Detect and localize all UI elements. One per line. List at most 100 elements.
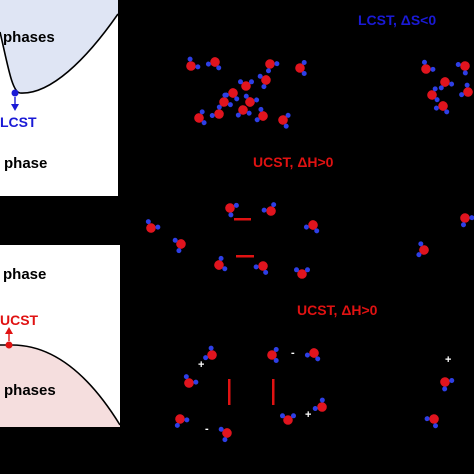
water-molecule bbox=[219, 92, 233, 108]
oxygen-atom bbox=[440, 77, 450, 87]
oxygen-atom bbox=[214, 109, 224, 119]
hydrogen-atom bbox=[258, 106, 264, 112]
ucst-enthalpy-label-a: UCST, ΔH>0 bbox=[253, 154, 334, 170]
interaction-bar bbox=[228, 379, 231, 405]
water-molecule bbox=[459, 82, 473, 98]
water-molecule bbox=[261, 202, 277, 216]
hydrogen-atom bbox=[254, 97, 260, 103]
oxygen-atom bbox=[309, 348, 319, 358]
oxygen-atom bbox=[317, 402, 327, 412]
oxygen-atom bbox=[429, 414, 439, 424]
oxygen-atom bbox=[427, 90, 437, 100]
hydrogen-atom bbox=[243, 93, 249, 99]
interaction-bar bbox=[234, 218, 251, 221]
hydrogen-atom bbox=[434, 97, 440, 103]
ucst-critical-point bbox=[5, 341, 13, 349]
water-molecule bbox=[295, 60, 307, 76]
water-molecule bbox=[225, 202, 239, 218]
hydrogen-atom bbox=[273, 358, 279, 363]
oxygen-atom bbox=[308, 220, 318, 230]
hydrogen-atom bbox=[305, 267, 310, 273]
oxygen-atom bbox=[228, 88, 238, 98]
lcst-shaded-region bbox=[0, 0, 118, 94]
water-molecule bbox=[455, 61, 470, 76]
hydrogen-atom bbox=[233, 202, 239, 208]
water-molecule bbox=[438, 77, 455, 91]
water-molecule bbox=[440, 377, 455, 392]
hydrogen-atom bbox=[418, 241, 424, 247]
hydrogen-atom bbox=[187, 56, 193, 62]
water-molecule bbox=[203, 345, 217, 361]
hydrogen-atom bbox=[291, 413, 296, 419]
hydrogen-atom bbox=[304, 352, 310, 358]
hydrogen-atom bbox=[438, 85, 444, 91]
oxygen-atom bbox=[225, 203, 235, 213]
hydrogen-atom bbox=[312, 406, 318, 412]
hydrogen-atom bbox=[246, 110, 252, 116]
oxygen-atom bbox=[421, 64, 431, 74]
lcst-entropy-label: LCST, ΔS<0 bbox=[358, 12, 437, 28]
hydrogen-atom bbox=[257, 73, 263, 79]
hydrogen-atom bbox=[303, 224, 309, 230]
hydrogen-atom bbox=[449, 377, 455, 383]
oxygen-atom bbox=[194, 113, 204, 123]
oxygen-atom bbox=[175, 414, 185, 424]
water-molecule bbox=[254, 106, 268, 123]
ucst-binodal-svg bbox=[0, 327, 120, 427]
lcst-critical-point bbox=[11, 89, 19, 97]
ucst-phase-diagram: phase UCST phases bbox=[0, 245, 120, 427]
oxygen-atom bbox=[245, 97, 255, 107]
hydrogen-atom bbox=[319, 397, 325, 403]
hydrogen-atom bbox=[273, 347, 279, 352]
positive-charge: + bbox=[305, 409, 312, 421]
ucst-critical-label: UCST bbox=[0, 312, 39, 328]
hydrogen-atom bbox=[285, 112, 291, 118]
hydrogen-atom bbox=[280, 413, 285, 419]
ucst-enthalpy-label-b: UCST, ΔH>0 bbox=[297, 302, 378, 318]
water-molecule bbox=[421, 59, 436, 74]
hydrogen-atom bbox=[449, 81, 455, 87]
water-molecule bbox=[294, 267, 310, 279]
oxygen-atom bbox=[265, 59, 275, 69]
oxygen-atom bbox=[297, 269, 307, 279]
oxygen-atom bbox=[278, 115, 288, 125]
oxygen-atom bbox=[241, 81, 251, 91]
water-molecule bbox=[209, 104, 224, 119]
hydrogen-atom bbox=[208, 345, 214, 351]
hydrogen-atom bbox=[254, 117, 260, 123]
ucst-arrow-head bbox=[5, 327, 13, 334]
hydrogen-atom bbox=[261, 84, 267, 90]
hydrogen-atom bbox=[421, 59, 427, 65]
hydrogen-atom bbox=[222, 437, 228, 443]
oxygen-atom bbox=[146, 223, 156, 233]
negative-charge: - bbox=[205, 423, 209, 435]
water-molecule bbox=[214, 255, 228, 272]
hydrogen-atom bbox=[234, 96, 240, 102]
oxygen-atom bbox=[258, 261, 268, 271]
water-molecule bbox=[433, 101, 450, 115]
positive-charge: + bbox=[445, 354, 452, 366]
oxygen-atom bbox=[438, 101, 448, 111]
hydrogen-atom bbox=[199, 109, 205, 115]
water-molecule bbox=[183, 374, 199, 388]
positive-charge: + bbox=[198, 359, 205, 371]
ucst-top-phase-label: phase bbox=[3, 266, 47, 283]
water-molecule bbox=[424, 414, 439, 429]
hydrogen-atom bbox=[193, 379, 199, 385]
hydrogen-atom bbox=[283, 123, 289, 129]
hydrogen-atom bbox=[433, 105, 439, 111]
hydrogen-atom bbox=[216, 65, 222, 71]
water-molecule bbox=[205, 57, 222, 71]
hydrogen-atom bbox=[216, 104, 222, 110]
water-molecule bbox=[312, 397, 327, 412]
hydrogen-atom bbox=[218, 255, 224, 261]
water-molecule bbox=[194, 109, 207, 126]
hydrogen-atom bbox=[174, 422, 180, 428]
water-molecule bbox=[172, 237, 186, 254]
hydrogen-atom bbox=[424, 416, 430, 422]
water-molecules bbox=[145, 56, 474, 443]
hydrogen-atom bbox=[155, 224, 161, 230]
hydrogen-atom bbox=[469, 215, 474, 221]
hydrogen-atom bbox=[261, 207, 267, 213]
hydrogen-atom bbox=[464, 82, 470, 88]
